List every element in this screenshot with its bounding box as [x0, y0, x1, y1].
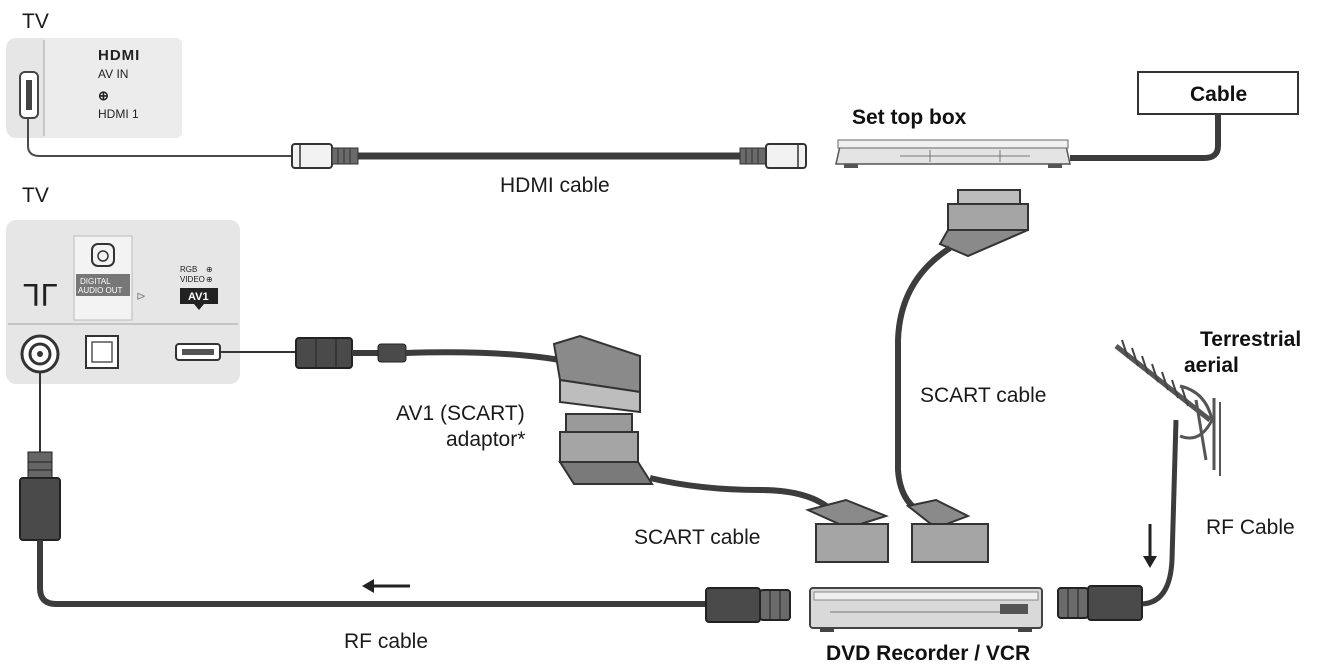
video-in-icon: ⊕ — [206, 275, 213, 284]
rf-plug-dvd-left — [705, 587, 791, 623]
scart-cable-bottom-label: SCART cable — [634, 526, 760, 549]
set-top-box-label: Set top box — [852, 106, 967, 129]
rgb-in-icon: ⊕ — [206, 265, 213, 274]
tv-label-bottom: TV — [22, 184, 49, 207]
scart-plug-dvd-left — [805, 498, 889, 563]
hdmi-plug-left — [291, 143, 359, 169]
digital-audio-out-label-2: AUDIO OUT — [78, 286, 123, 295]
cable-box: Cable — [1137, 71, 1299, 115]
av1-adaptor-label-2: adaptor* — [446, 428, 525, 451]
dvd-recorder — [809, 587, 1043, 632]
scart-cable-stb-to-dvd — [895, 245, 952, 515]
optical-socket — [85, 335, 119, 369]
hdmi-cable — [27, 118, 807, 169]
digital-audio-out-label: DIGITAL — [80, 277, 111, 286]
hdmi-cable-label: HDMI cable — [500, 174, 610, 197]
rf-cable-tv — [19, 372, 706, 607]
rgb-label: RGB — [180, 265, 197, 274]
scart-cable-av1-to-dvd — [649, 475, 843, 522]
av1-socket — [175, 343, 221, 361]
tv-label-top: TV — [22, 10, 49, 33]
hdmi1-label: HDMI 1 — [98, 107, 139, 121]
rf-plug-dvd-right — [1057, 585, 1143, 621]
av1-scart-adaptor — [552, 334, 654, 485]
scart-plug-dvd-right — [905, 498, 989, 563]
scart-cable-right-label: SCART cable — [920, 384, 1046, 407]
scart-plug-stb — [938, 189, 1029, 258]
tv-hdmi-panel: HDMI AV IN ⊕ HDMI 1 — [6, 38, 182, 138]
av1-adaptor-cable — [220, 337, 561, 369]
set-top-box — [835, 139, 1071, 168]
hdmi-plug-right — [739, 143, 807, 169]
hdmi-logo: HDMI — [98, 47, 140, 64]
terrestrial-label-1: Terrestrial — [1200, 328, 1301, 351]
aerial-input-icon: ᒣᒥ — [22, 279, 57, 314]
cable-box-label: Cable — [1190, 83, 1247, 106]
dvd-recorder-label: DVD Recorder / VCR — [826, 642, 1030, 665]
rf-cable-bottom-label: RF cable — [344, 630, 428, 653]
tv-av-panel: ᒣᒥ DIGITAL AUDIO OUT ⊳ RGB VIDEO ⊕ ⊕ AV1 — [6, 220, 240, 384]
terrestrial-aerial — [1114, 339, 1221, 476]
av-in-label: AV IN — [98, 67, 128, 81]
av1-badge — [180, 288, 218, 304]
terrestrial-label-2: aerial — [1184, 354, 1239, 377]
cable-line — [1070, 114, 1221, 161]
rf-cable-right-label: RF Cable — [1206, 516, 1295, 539]
rf-socket — [20, 334, 60, 374]
rf-cable-aerial — [1139, 419, 1179, 607]
down-arrow-icon — [1143, 524, 1157, 568]
optical-icon — [91, 243, 115, 267]
input-icon: ⊕ — [98, 88, 109, 103]
left-arrow-icon — [362, 579, 410, 593]
output-arrow-icon: ⊳ — [136, 289, 146, 303]
video-label: VIDEO — [180, 275, 205, 284]
av1-badge-label: AV1 — [188, 291, 209, 303]
av1-adaptor-label-1: AV1 (SCART) — [396, 402, 525, 425]
